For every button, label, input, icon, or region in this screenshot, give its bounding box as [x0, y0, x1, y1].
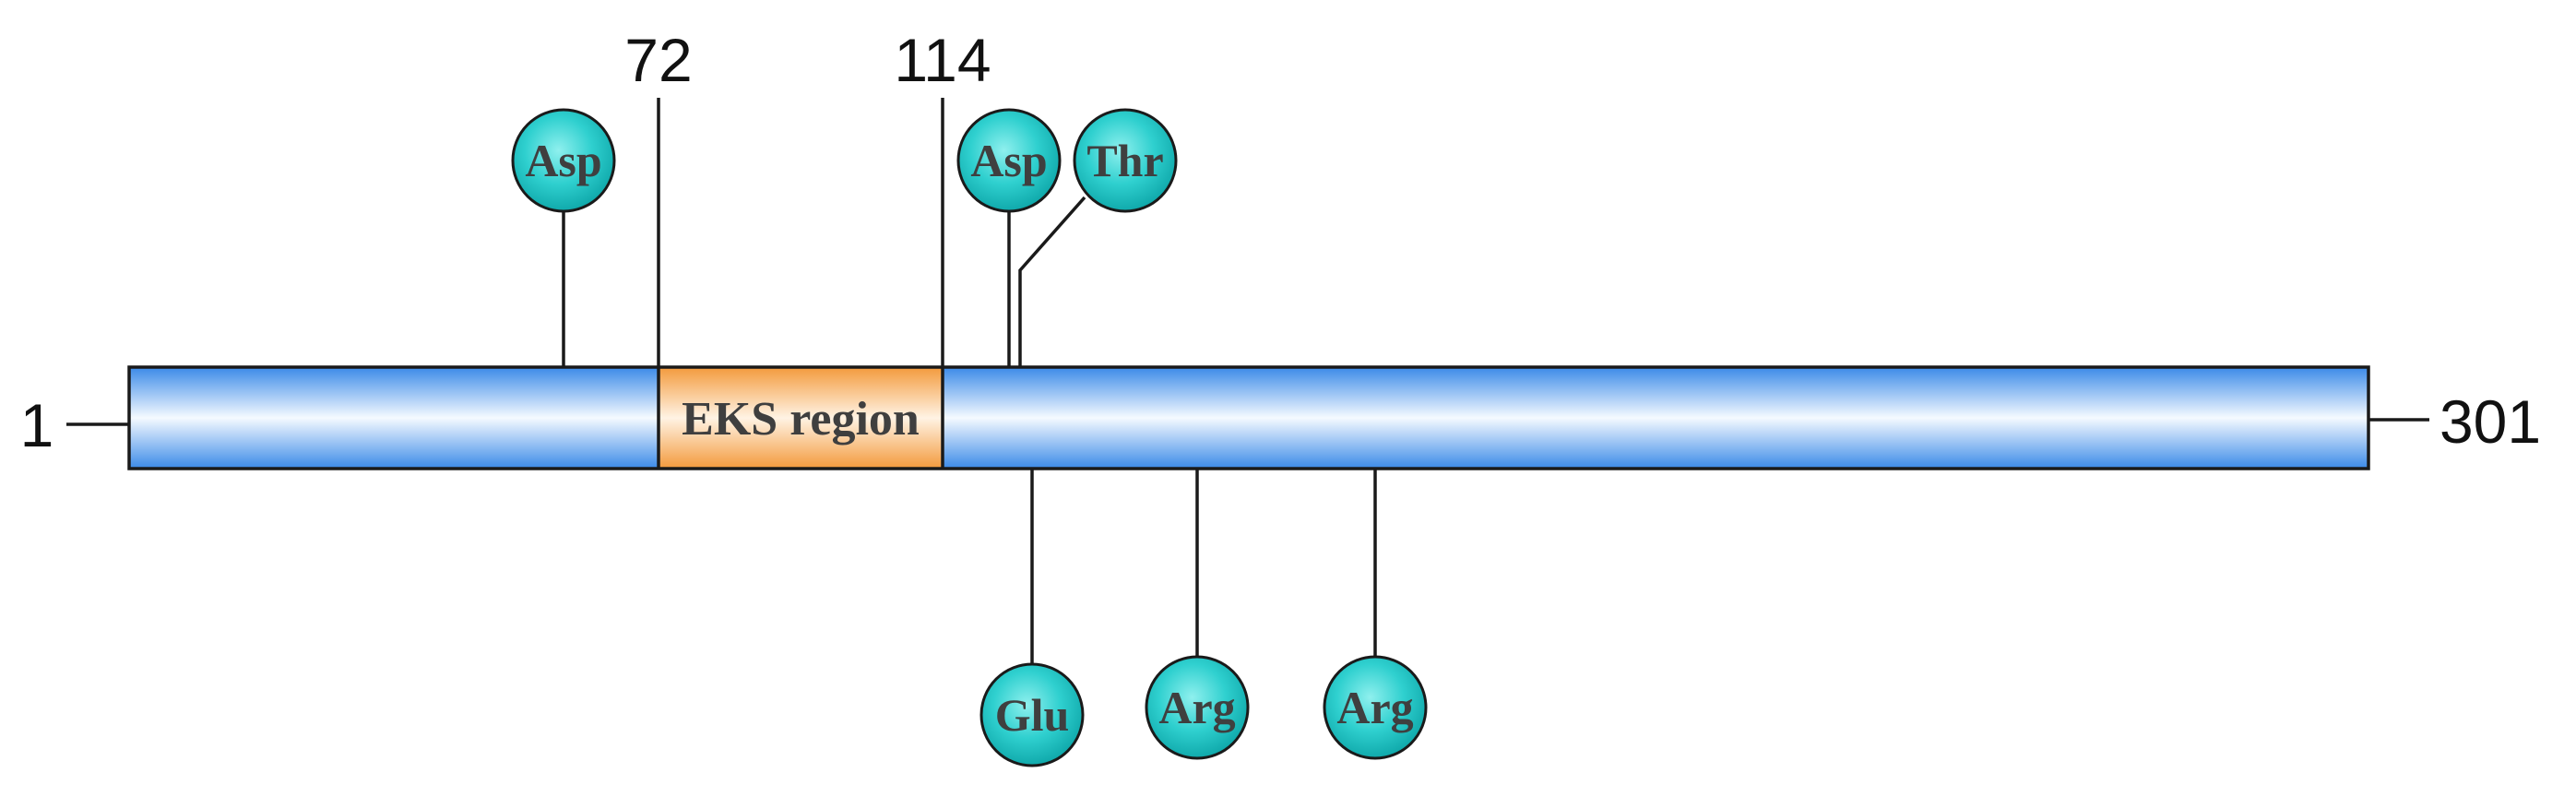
site-above-thr: Thr — [1018, 108, 1178, 367]
site-below-arg-2: Arg — [1323, 469, 1428, 760]
site-bubble — [1073, 108, 1178, 213]
protein-bar-outline — [127, 365, 2370, 470]
site-below-arg-1: Arg — [1145, 469, 1250, 760]
site-bubble — [979, 662, 1085, 767]
site-bubble — [956, 108, 1062, 213]
site-label: Arg — [1158, 682, 1235, 733]
site-bubble — [1145, 655, 1250, 760]
site-label: Glu — [995, 689, 1070, 741]
protein-bar — [129, 367, 2368, 469]
n-terminal-label: 1 — [20, 391, 54, 459]
site-label: Asp — [970, 135, 1047, 186]
position-114-label: 114 — [894, 26, 991, 94]
site-below-glu: Glu — [979, 469, 1085, 767]
site-above-asp-1: Asp — [511, 108, 616, 367]
site-stem — [1018, 196, 1086, 367]
site-label: Arg — [1336, 682, 1413, 733]
site-bubble — [1323, 655, 1428, 760]
c-terminal-label: 301 — [2439, 387, 2541, 456]
eks-region-box — [659, 367, 943, 469]
site-bubble — [511, 108, 616, 213]
site-label: Thr — [1086, 135, 1163, 186]
site-above-asp-2: Asp — [956, 108, 1062, 367]
site-label: Asp — [525, 135, 601, 186]
position-72-label: 72 — [624, 26, 692, 94]
eks-region-label: EKS region — [682, 393, 920, 446]
